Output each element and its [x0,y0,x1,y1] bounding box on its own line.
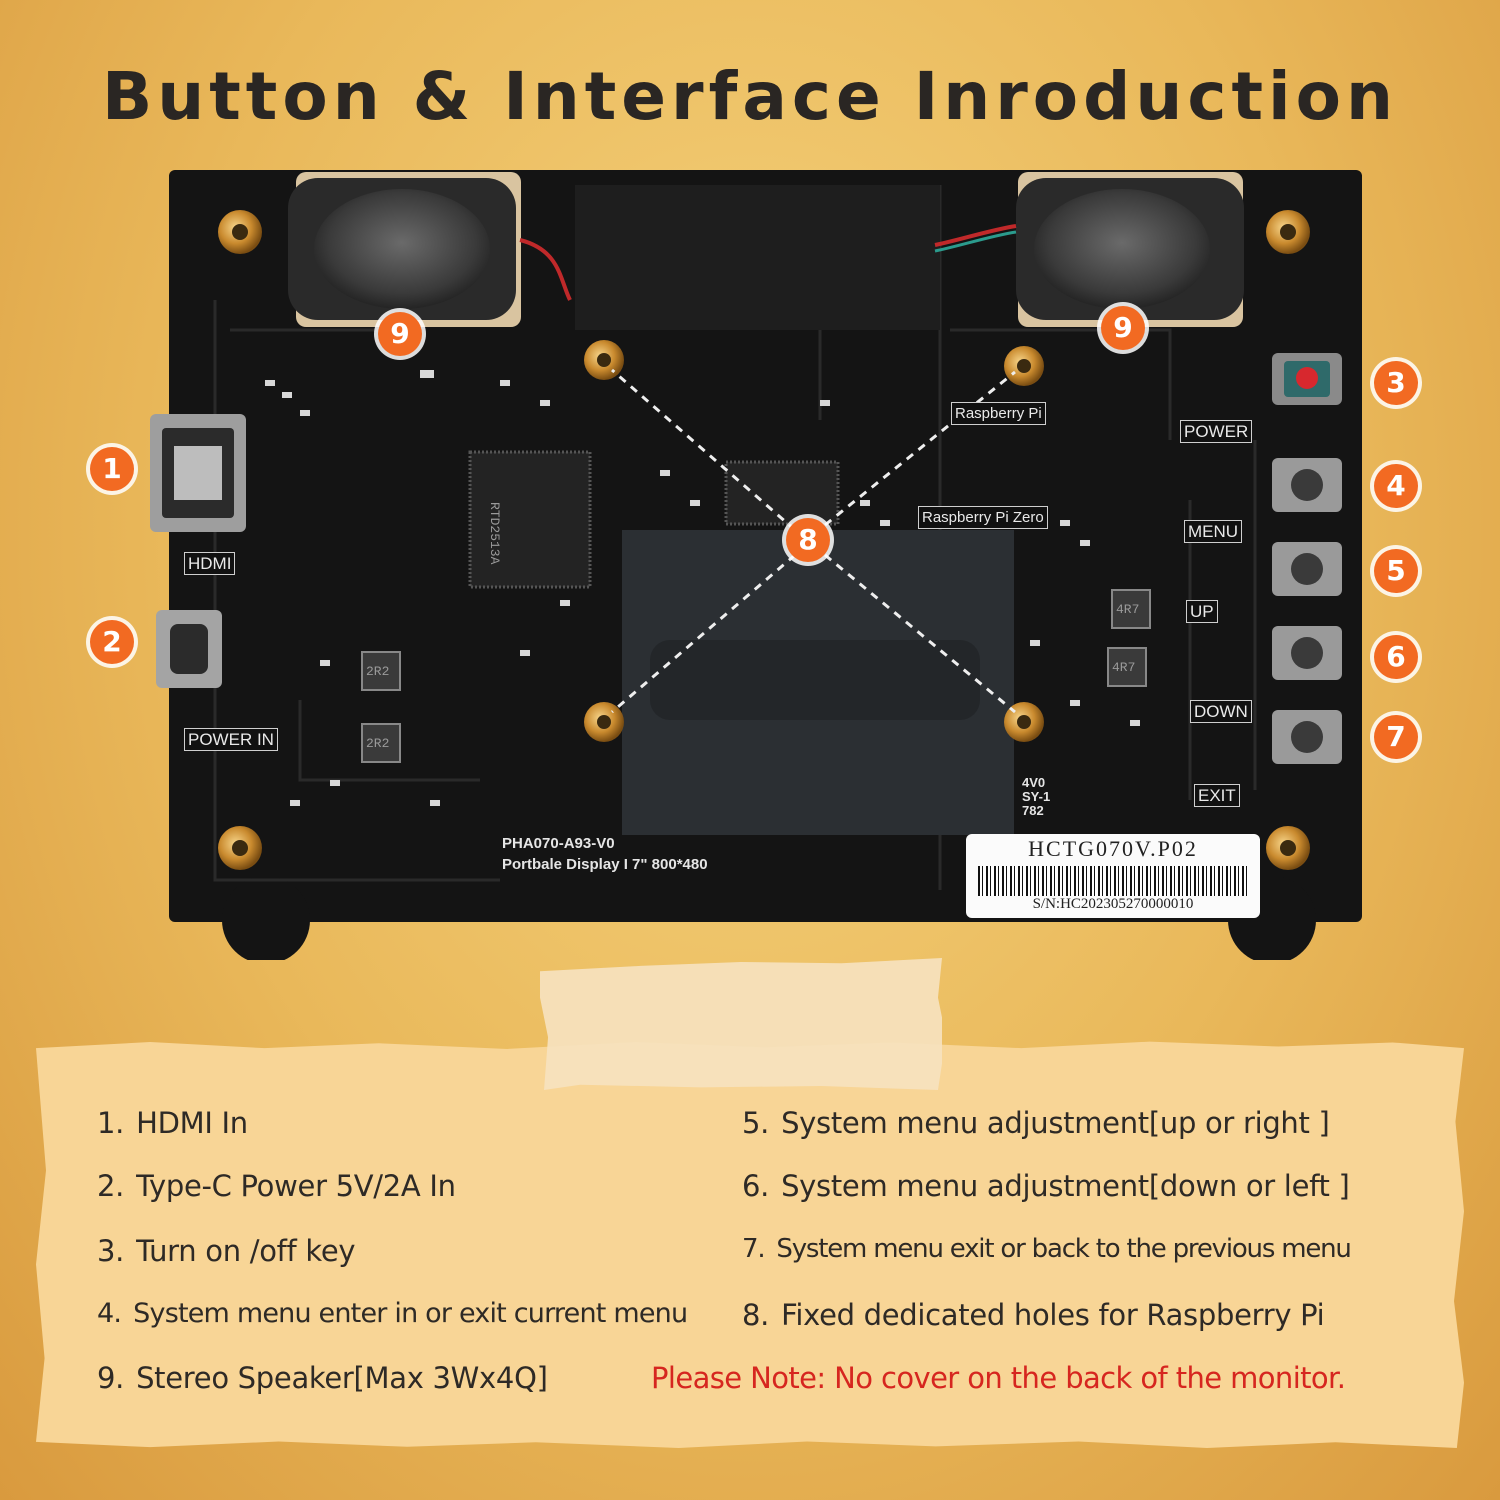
silkscreen-text: 4V0 [1022,775,1046,790]
board-model-silkscreen: PHA070-A93-V0 [502,835,615,852]
up-key [1272,542,1342,596]
main-chip [468,450,592,589]
monitor-board-photo [150,170,1362,960]
down-label: DOWN [1190,700,1252,723]
callout-badge-6: 6 [1374,635,1418,679]
exit-key [1272,710,1342,764]
callout-badge-2: 2 [90,620,134,664]
callout-badge-9-left: 9 [378,312,422,356]
right-speaker [1016,172,1244,327]
feature-item: 6.System menu adjustment[down or left ] [742,1169,1350,1203]
raspberry-pi-label: Raspberry Pi [951,402,1046,425]
feature-item: 1.HDMI In [97,1106,248,1140]
serial-sticker: HCTG070V.P02 S/N:HC202305270000010 [966,834,1260,918]
feature-item: 8.Fixed dedicated holes for Raspberry Pi [742,1298,1325,1332]
mounting-standoffs [218,210,1310,870]
silkscreen-text: SY-1 [1022,789,1051,804]
feature-item: 7.System menu exit or back to the previo… [742,1234,1352,1264]
sticker-serial: S/N:HC202305270000010 [1032,896,1194,912]
callout-badge-4: 4 [1374,464,1418,508]
callout-badge-7: 7 [1374,715,1418,759]
inductor-label: 4R7 [1112,660,1136,675]
callout-badge-9-right: 9 [1101,306,1145,350]
power-label: POWER [1180,420,1253,443]
page-title: Button & Interface Inroduction [101,58,1399,135]
menu-label: MENU [1184,520,1243,543]
inductor-label: 4R7 [1116,602,1140,617]
left-speaker [288,172,521,327]
feature-item: 5.System menu adjustment[up or right ] [742,1106,1330,1140]
feature-list-card [36,1041,1464,1448]
inductor-label: 2R2 [366,664,390,679]
hdmi-label: HDMI [184,552,236,575]
callout-badge-5: 5 [1374,549,1418,593]
up-label: UP [1186,600,1218,623]
power-key [1272,353,1342,405]
menu-key [1272,458,1342,512]
exit-label: EXIT [1194,784,1240,807]
callout-badge-8: 8 [786,518,830,562]
power-in-label: POWER IN [184,728,278,751]
barcode [978,866,1248,896]
chip-label: RTD2513A [487,502,502,565]
masking-tape [540,958,942,1090]
raspberry-pi-zero-label: Raspberry Pi Zero [918,506,1048,529]
inductor-label: 2R2 [366,736,390,751]
feature-item: 9.Stereo Speaker[Max 3Wx4Q] [97,1361,548,1395]
feature-item: 3.Turn on /off key [97,1234,356,1268]
hdmi-port [150,414,246,532]
sticker-model: HCTG070V.P02 [1028,836,1198,861]
board-spec-silkscreen: Portbale Display I 7" 800*480 [502,856,708,873]
feature-item: 4.System menu enter in or exit current m… [97,1298,688,1329]
silkscreen-text: 782 [1022,803,1044,818]
usb-c-port [156,610,222,688]
feature-item: 2.Type-C Power 5V/2A In [97,1169,456,1203]
down-key [1272,626,1342,680]
note-text: Please Note: No cover on the back of the… [651,1361,1346,1395]
mounting-hole-pointers [611,368,1016,714]
callout-badge-3: 3 [1374,361,1418,405]
callout-badge-1: 1 [90,447,134,491]
